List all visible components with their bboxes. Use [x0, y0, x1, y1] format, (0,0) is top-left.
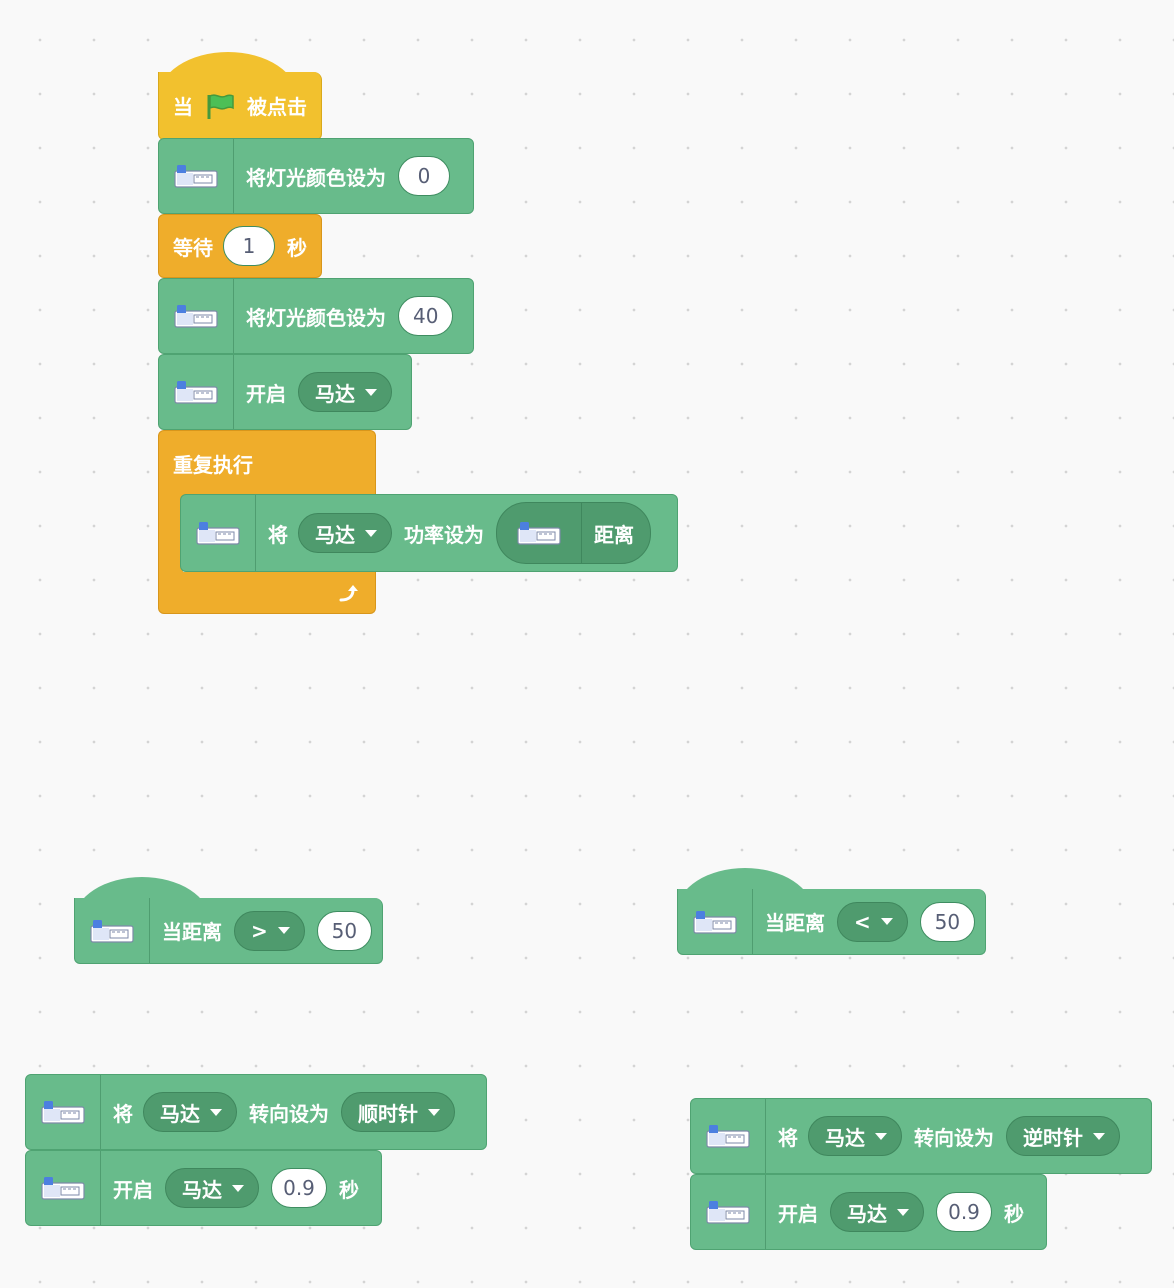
light-color-input[interactable]: 40 [398, 296, 454, 336]
device-icon [497, 503, 582, 563]
chevron-down-icon [210, 1108, 222, 1116]
forever-label: 重复执行 [173, 453, 253, 477]
operator-value: < [854, 909, 871, 934]
power-label: 功率设为 [404, 522, 484, 547]
device-icon [159, 279, 234, 353]
set-light-label: 将灯光颜色设为 [246, 165, 386, 190]
operator-value: > [251, 918, 268, 943]
wait-label: 等待 [173, 235, 213, 260]
distance-reporter[interactable]: 距离 [496, 502, 651, 564]
set-motor-power-block[interactable]: 将 马达 功率设为 距离 [180, 494, 678, 572]
motor-dropdown[interactable]: 马达 [298, 372, 392, 412]
when-label: 当 [173, 95, 193, 119]
when-flag-clicked-block[interactable]: 当 被点击 [158, 72, 322, 140]
chevron-down-icon [232, 1184, 244, 1192]
operator-dropdown[interactable]: > [234, 910, 305, 951]
motor-value: 马达 [847, 1201, 887, 1226]
motor-dropdown[interactable]: 马达 [808, 1116, 902, 1156]
set-label: 将 [113, 1101, 133, 1126]
set-light-label: 将灯光颜色设为 [246, 305, 386, 330]
light-color-input[interactable]: 0 [398, 156, 450, 196]
chevron-down-icon [880, 918, 893, 925]
when-distance-label: 当距离 [765, 911, 825, 935]
chevron-down-icon [277, 927, 290, 934]
direction-label: 转向设为 [914, 1125, 994, 1150]
motor-dropdown[interactable]: 马达 [165, 1168, 259, 1208]
motor-value: 马达 [182, 1177, 222, 1202]
seconds-label: 秒 [287, 235, 307, 260]
start-label: 开启 [113, 1177, 153, 1202]
green-flag-icon [205, 92, 235, 120]
device-icon [691, 1175, 766, 1249]
motor-dropdown[interactable]: 马达 [143, 1092, 237, 1132]
set-light-color-block[interactable]: 将灯光颜色设为 0 [158, 138, 474, 214]
clicked-label: 被点击 [247, 95, 307, 119]
forever-block[interactable]: 重复执行 [158, 430, 376, 496]
loop-arrow-icon [337, 582, 361, 604]
motor-dropdown[interactable]: 马达 [298, 513, 392, 553]
motor-value: 马达 [160, 1101, 200, 1126]
motor-value: 马达 [315, 381, 355, 406]
seconds-label: 秒 [1004, 1201, 1024, 1226]
set-label: 将 [778, 1125, 798, 1150]
forever-bottom [158, 572, 376, 614]
set-motor-direction-block[interactable]: 将 马达 转向设为 逆时针 [690, 1098, 1152, 1174]
device-icon [159, 355, 234, 429]
motor-value: 马达 [825, 1125, 865, 1150]
distance-threshold-input[interactable]: 50 [316, 910, 372, 951]
device-icon [678, 889, 753, 954]
operator-dropdown[interactable]: < [837, 901, 908, 942]
distance-threshold-input[interactable]: 50 [919, 901, 975, 942]
motor-dropdown[interactable]: 马达 [830, 1192, 924, 1232]
seconds-input[interactable]: 0.9 [271, 1168, 327, 1208]
set-light-color-block-2[interactable]: 将灯光颜色设为 40 [158, 278, 474, 354]
start-label: 开启 [778, 1201, 818, 1226]
run-motor-seconds-block[interactable]: 开启 马达 0.9 秒 [25, 1150, 382, 1226]
device-icon [75, 898, 150, 963]
when-distance-label: 当距离 [162, 920, 222, 944]
run-motor-seconds-block[interactable]: 开启 马达 0.9 秒 [690, 1174, 1047, 1250]
device-icon [26, 1075, 101, 1149]
seconds-input[interactable]: 0.9 [936, 1192, 992, 1232]
chevron-down-icon [365, 388, 377, 396]
when-distance-greater-block[interactable]: 当距离 > 50 [74, 898, 383, 964]
direction-dropdown[interactable]: 顺时针 [341, 1092, 455, 1132]
chevron-down-icon [365, 529, 377, 537]
wait-block[interactable]: 等待 1 秒 [158, 214, 322, 278]
set-label: 将 [268, 522, 288, 547]
direction-label: 转向设为 [249, 1101, 329, 1126]
chevron-down-icon [1093, 1132, 1105, 1140]
forever-arm [158, 494, 183, 574]
when-distance-less-block[interactable]: 当距离 < 50 [677, 889, 986, 955]
seconds-label: 秒 [339, 1177, 359, 1202]
device-icon [26, 1151, 101, 1225]
motor-value: 马达 [315, 522, 355, 547]
direction-dropdown[interactable]: 逆时针 [1006, 1116, 1120, 1156]
set-motor-direction-block[interactable]: 将 马达 转向设为 顺时针 [25, 1074, 487, 1150]
start-motor-block[interactable]: 开启 马达 [158, 354, 412, 430]
start-label: 开启 [246, 381, 286, 406]
device-icon [691, 1099, 766, 1173]
direction-value: 顺时针 [358, 1101, 418, 1126]
distance-label: 距离 [594, 522, 634, 547]
wait-seconds-input[interactable]: 1 [223, 226, 275, 266]
device-icon [159, 139, 234, 213]
chevron-down-icon [897, 1208, 909, 1216]
chevron-down-icon [428, 1108, 440, 1116]
device-icon [181, 495, 256, 571]
chevron-down-icon [875, 1132, 887, 1140]
direction-value: 逆时针 [1023, 1125, 1083, 1150]
